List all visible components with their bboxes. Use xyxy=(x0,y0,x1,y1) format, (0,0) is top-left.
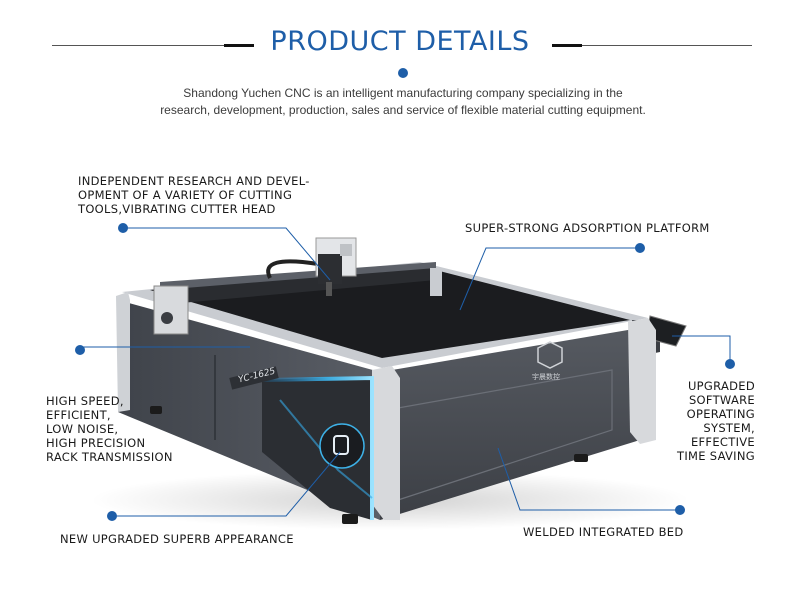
page-title: PRODUCT DETAILS xyxy=(270,26,530,57)
cable-chain xyxy=(266,259,319,279)
dot-bed xyxy=(675,505,685,515)
intro-line-1: Shandong Yuchen CNC is an intelligent ma… xyxy=(183,86,623,100)
leader-bed xyxy=(497,447,680,511)
callout-rack-line-3: LOW NOISE, xyxy=(46,422,119,436)
blue-light-edge-inner xyxy=(279,399,373,499)
gantry-beam xyxy=(160,266,436,304)
foot-2 xyxy=(342,514,358,524)
callout-rack-line-1: HIGH SPEED, xyxy=(46,394,124,408)
dot-rack xyxy=(75,345,85,355)
header-dash-left xyxy=(224,44,254,47)
header-rule-right xyxy=(582,45,752,46)
callout-rack: HIGH SPEED, EFFICIENT, LOW NOISE, HIGH P… xyxy=(46,394,173,464)
intro-line-2: research, development, production, sales… xyxy=(160,103,646,117)
foot-1 xyxy=(150,406,162,414)
gantry-left-end xyxy=(153,285,189,335)
header-rule-left xyxy=(52,45,224,46)
gantry-left-knob xyxy=(161,312,173,324)
callout-cutter-head: INDEPENDENT RESEARCH AND DEVEL- OPMENT O… xyxy=(78,174,310,216)
leader-appearance xyxy=(112,451,341,517)
callout-software: UPGRADED SOFTWARE OPERATING SYSTEM, EFFE… xyxy=(660,379,755,463)
callout-bed: WELDED INTEGRATED BED xyxy=(523,525,684,539)
brand-logo-mark xyxy=(537,341,563,369)
gantry-right-end xyxy=(430,268,442,296)
model-plate xyxy=(229,366,279,390)
dot-platform xyxy=(635,243,645,253)
blue-light-edge xyxy=(261,375,374,520)
leader-platform xyxy=(459,247,640,311)
cutter-tool xyxy=(326,282,332,296)
front-brand-logo-text: 宇晨数控 xyxy=(532,373,560,381)
gantry-beam-top xyxy=(160,262,436,290)
header-dot xyxy=(398,68,408,78)
leader-software xyxy=(672,335,731,364)
callout-software-line-1: UPGRADED xyxy=(687,379,755,393)
right-corner-trim xyxy=(628,318,656,444)
cutter-logo-plate xyxy=(340,244,352,256)
callout-rack-line-5: RACK TRANSMISSION xyxy=(46,450,173,464)
intro-text: Shandong Yuchen CNC is an intelligent ma… xyxy=(120,85,686,119)
callout-cutter-head-line-3: TOOLS,VIBRATING CUTTER HEAD xyxy=(78,202,276,216)
callout-platform: SUPER-STRONG ADSORPTION PLATFORM xyxy=(465,221,710,235)
front-logo-mark xyxy=(333,435,349,455)
front-left-corner-trim xyxy=(372,366,400,520)
callout-rack-line-2: EFFICIENT, xyxy=(46,408,111,422)
front-logo-badge xyxy=(319,423,365,469)
dot-software xyxy=(725,359,735,369)
cutter-head-front xyxy=(318,254,342,284)
dot-appearance xyxy=(107,511,117,521)
left-corner-trim xyxy=(116,292,130,412)
foot-3 xyxy=(574,454,588,462)
front-panel-seam xyxy=(397,369,613,501)
dot-cutter-head xyxy=(118,223,128,233)
callout-software-line-3: OPERATING xyxy=(686,407,755,421)
callout-cutter-head-line-2: OPMENT OF A VARIETY OF CUTTING xyxy=(78,188,293,202)
callout-appearance: NEW UPGRADED SUPERB APPEARANCE xyxy=(60,532,294,546)
callout-cutter-head-line-1: INDEPENDENT RESEARCH AND DEVEL- xyxy=(78,174,310,188)
callout-rack-line-4: HIGH PRECISION xyxy=(46,436,146,450)
callout-software-line-4: SYSTEM, xyxy=(703,421,755,435)
callout-software-line-6: TIME SAVING xyxy=(677,449,755,463)
callout-software-line-2: SOFTWARE xyxy=(688,393,755,407)
header-dash-right xyxy=(552,44,582,47)
leader-cutter-head xyxy=(123,227,331,281)
callout-software-line-5: EFFECTIVE xyxy=(690,435,755,449)
